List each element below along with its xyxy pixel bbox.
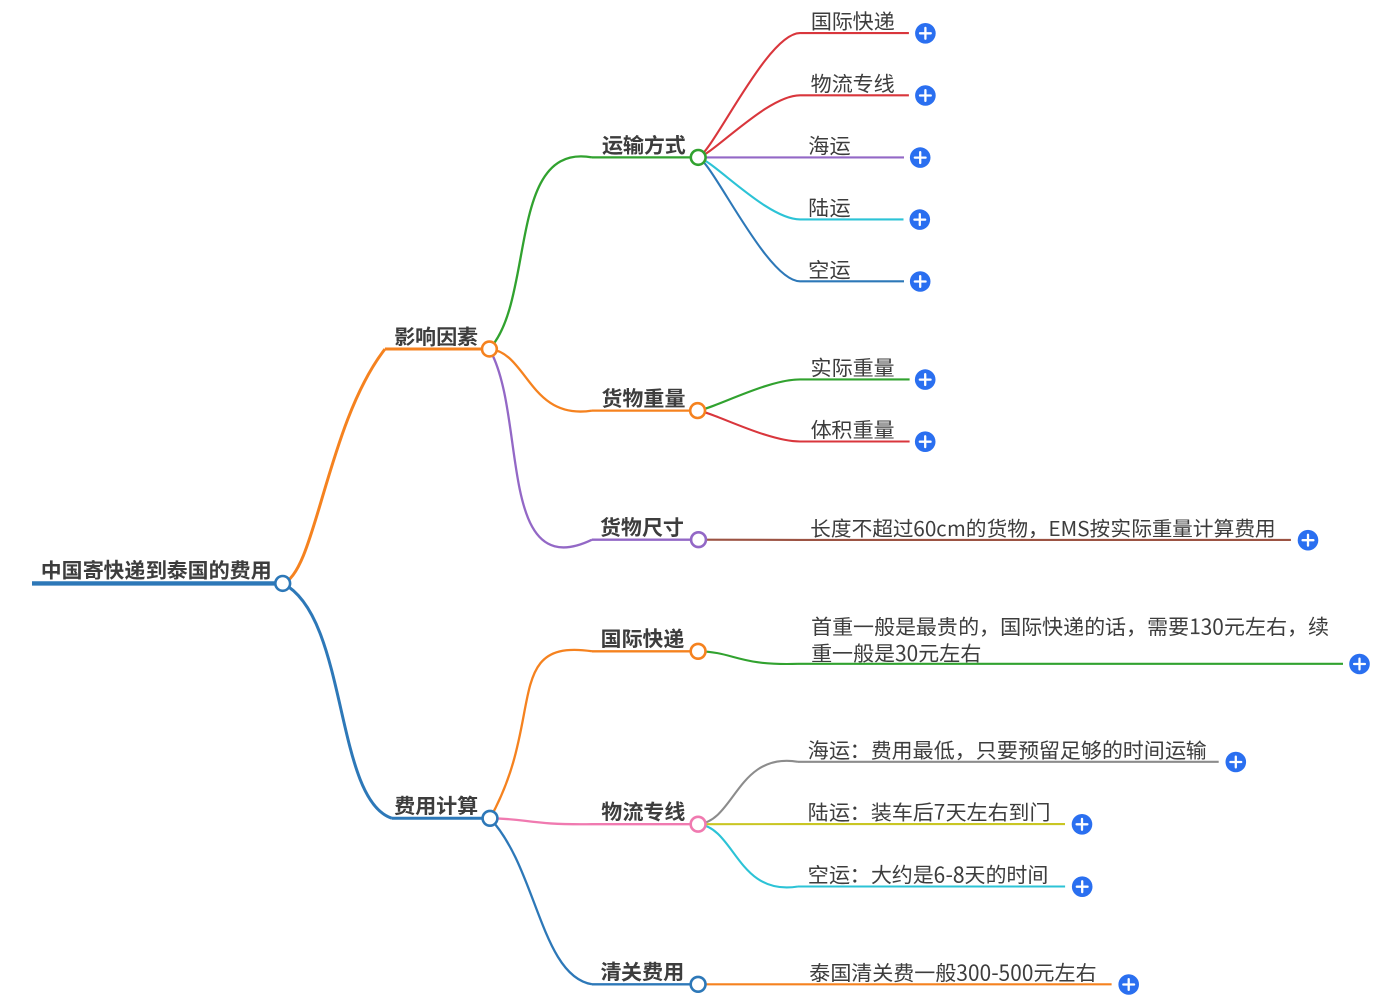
svg-text:首重一般是最贵的，国际快递的话，需要130元左右，续: 首重一般是最贵的，国际快递的话，需要130元左右，续 <box>811 611 1329 641</box>
svg-text:重一般是30元左右: 重一般是30元左右 <box>811 638 981 668</box>
svg-text:国际快递: 国际快递 <box>601 624 685 654</box>
svg-text:海运：费用最低，只要预留足够的时间运输: 海运：费用最低，只要预留足够的时间运输 <box>808 735 1207 765</box>
svg-text:中国寄快递到泰国的费用: 中国寄快递到泰国的费用 <box>41 555 272 585</box>
svg-text:影响因素: 影响因素 <box>394 321 478 351</box>
svg-text:陆运：装车后7天左右到门: 陆运：装车后7天左右到门 <box>808 797 1051 827</box>
svg-text:清关费用: 清关费用 <box>600 957 684 987</box>
svg-text:货物重量: 货物重量 <box>602 383 686 413</box>
svg-text:长度不超过60cm的货物，EMS按实际重量计算费用: 长度不超过60cm的货物，EMS按实际重量计算费用 <box>810 512 1275 542</box>
svg-text:国际快递: 国际快递 <box>811 6 895 36</box>
svg-text:物流专线: 物流专线 <box>601 797 685 827</box>
svg-text:实际重量: 实际重量 <box>811 352 895 382</box>
svg-text:运输方式: 运输方式 <box>602 130 686 160</box>
svg-text:泰国清关费一般300-500元左右: 泰国清关费一般300-500元左右 <box>809 957 1096 987</box>
svg-text:空运: 空运 <box>808 254 850 284</box>
svg-text:体积重量: 体积重量 <box>811 415 895 445</box>
svg-text:货物尺寸: 货物尺寸 <box>600 512 684 542</box>
svg-text:海运: 海运 <box>808 130 850 160</box>
svg-text:空运：大约是6-8天的时间: 空运：大约是6-8天的时间 <box>808 860 1049 890</box>
svg-text:费用计算: 费用计算 <box>394 791 478 821</box>
svg-text:陆运: 陆运 <box>808 192 850 222</box>
svg-text:物流专线: 物流专线 <box>811 68 895 98</box>
